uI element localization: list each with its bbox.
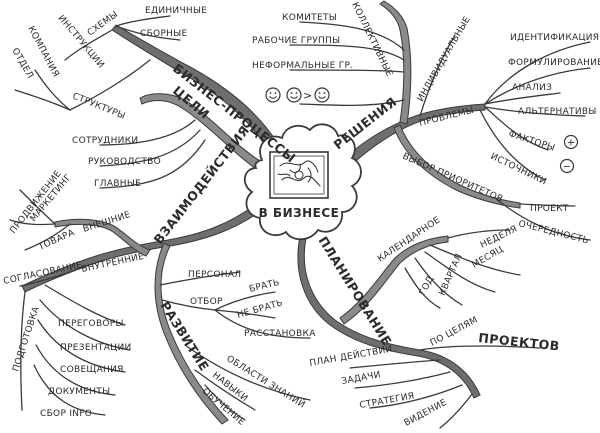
label-meetings: СОВЕЩАНИЯ bbox=[60, 365, 124, 375]
plus-icon bbox=[563, 134, 579, 150]
label-vision: ВИДЕНИЕ bbox=[403, 398, 449, 429]
label-identification: ИДЕНТИФИКАЦИЯ bbox=[510, 33, 599, 43]
greater-than-sign: > bbox=[303, 89, 312, 102]
label-year: ГОД bbox=[418, 275, 436, 298]
trunk-solutions bbox=[344, 103, 486, 167]
label-projects: ПРОЕКТОВ bbox=[478, 330, 561, 353]
label-negotiations: ПЕРЕГОВОРЫ bbox=[58, 319, 124, 329]
trunk-collective bbox=[379, 0, 412, 125]
label-documents: ДОКУМЕНТЫ bbox=[48, 387, 110, 397]
label-collective: КОЛЛЕКТИВНЫЕ bbox=[349, 1, 394, 79]
label-sources: ИСТОЧНИКИ bbox=[489, 152, 548, 188]
abstract-art-icon bbox=[277, 160, 321, 187]
label-take: БРАТЬ bbox=[248, 278, 280, 295]
label-main: ГЛАВНЫЕ bbox=[94, 179, 141, 189]
label-placement: РАССТАНОВКА bbox=[244, 329, 316, 339]
label-formulation: ФОРМУЛИРОВАНИЕ bbox=[508, 58, 600, 68]
trunk-business-processes bbox=[111, 24, 279, 151]
branch-business-processes: БИЗНЕС-ПРОЦЕССЫ СХЕМЫ ЕДИНИЧНЫЕ СБОРНЫЕ … bbox=[9, 6, 298, 166]
label-project: ПРОЕКТ bbox=[530, 204, 569, 214]
center-label: В БИЗНЕСЕ bbox=[259, 206, 340, 220]
label-structures: СТРУКТУРЫ bbox=[71, 92, 127, 122]
center-node: В БИЗНЕСЕ bbox=[243, 123, 362, 241]
label-department: ОТДЕЛ bbox=[9, 47, 34, 81]
picture-frame bbox=[269, 151, 329, 199]
label-employees: СОТРУДНИКИ bbox=[72, 136, 138, 146]
twigs bbox=[9, 15, 591, 429]
svg-text:−: − bbox=[563, 162, 571, 173]
label-selection: ОТБОР bbox=[190, 297, 223, 307]
label-schemes: СХЕМЫ bbox=[86, 10, 120, 39]
label-preparation: ПОДГОТОВКА bbox=[11, 305, 42, 373]
label-single: ЕДИНИЧНЫЕ bbox=[145, 6, 207, 16]
label-individual: ИНДИВИДУАЛЬНЫЕ bbox=[416, 15, 473, 103]
label-external: ВНЕШНИЕ bbox=[82, 210, 132, 235]
label-presentations: ПРЕЗЕНТАЦИИ bbox=[60, 343, 132, 353]
label-quarter: КВАРТАЛ bbox=[438, 252, 465, 297]
label-assembly: СБОРНЫЕ bbox=[140, 29, 187, 39]
trunk-calendar bbox=[339, 235, 449, 325]
label-knowledge-areas: ОБЛАСТИ ЗНАНИЙ bbox=[224, 352, 307, 410]
smiley-icon bbox=[314, 87, 330, 103]
trunk-goals bbox=[139, 93, 263, 171]
label-goods: ТОВАРА bbox=[36, 228, 76, 253]
smileys: > bbox=[265, 87, 330, 103]
label-interaction: ВЗАИМОДЕЙСТВИЯ bbox=[151, 123, 253, 247]
label-factors: ФАКТОРЫ bbox=[507, 129, 556, 153]
trunk-development bbox=[154, 242, 229, 425]
label-alternatives: АЛЬТЕРНАТИВЫ bbox=[518, 107, 597, 117]
label-tasks: ЗАДАЧИ bbox=[341, 370, 382, 387]
minus-icon bbox=[559, 158, 575, 174]
trunk-priorities bbox=[393, 124, 521, 209]
label-order: ОЧЕРЕДНОСТЬ bbox=[517, 219, 589, 246]
smiley-icon bbox=[286, 87, 302, 103]
trunk-external bbox=[54, 218, 151, 257]
smiley-icon bbox=[265, 87, 281, 103]
label-management: РУКОВОДСТВО bbox=[88, 157, 161, 167]
label-by-goals: ПО ЦЕЛЯМ bbox=[429, 315, 480, 349]
label-not-take: НЕ БРАТЬ bbox=[236, 298, 284, 321]
label-personnel: ПЕРСОНАЛ bbox=[188, 270, 241, 280]
label-analysis: АНАЛИЗ bbox=[512, 83, 552, 93]
label-informal-groups: НЕФОРМАЛЬНЫЕ ГР. bbox=[252, 61, 353, 71]
label-committees: КОМИТЕТЫ bbox=[282, 13, 337, 23]
trunk-planning bbox=[297, 235, 481, 399]
label-info-gathering: СБОР info bbox=[40, 409, 92, 419]
label-strategy: СТРАТЕГИЯ bbox=[359, 391, 416, 411]
label-work-groups: РАБОЧИЕ ГРУППЫ bbox=[252, 36, 340, 46]
trunks bbox=[21, 0, 521, 425]
svg-text:+: + bbox=[567, 138, 575, 149]
